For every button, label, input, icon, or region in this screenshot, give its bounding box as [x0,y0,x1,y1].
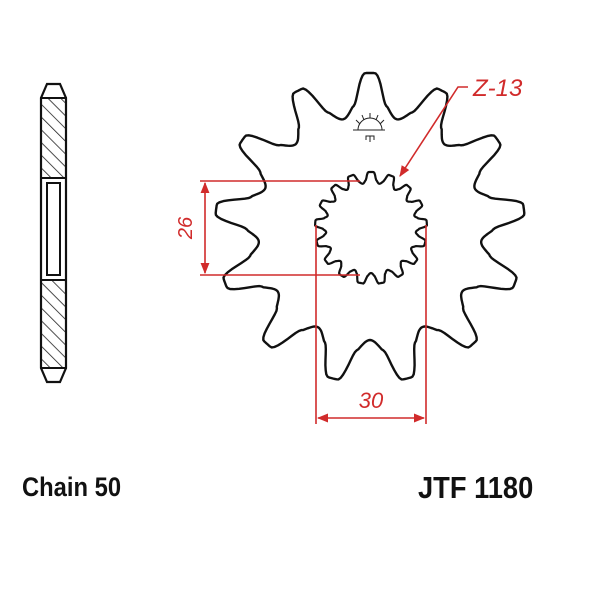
chain-size-label: Chain 50 [22,472,122,502]
spline-width-label: 30 [359,388,384,413]
spline-height-label: 26 [175,216,197,240]
dimension-spline-width [315,225,427,424]
spline-hole-outline [314,170,428,285]
tooth-count-label: Z-13 [472,75,523,102]
tooth-count-leader [399,86,468,177]
sprocket-outline [214,71,526,381]
part-number-label: JTF 1180 [418,470,534,505]
manufacturer-logo-icon [353,113,385,142]
side-profile-view [39,82,68,384]
dimension-spline-height [200,180,360,276]
